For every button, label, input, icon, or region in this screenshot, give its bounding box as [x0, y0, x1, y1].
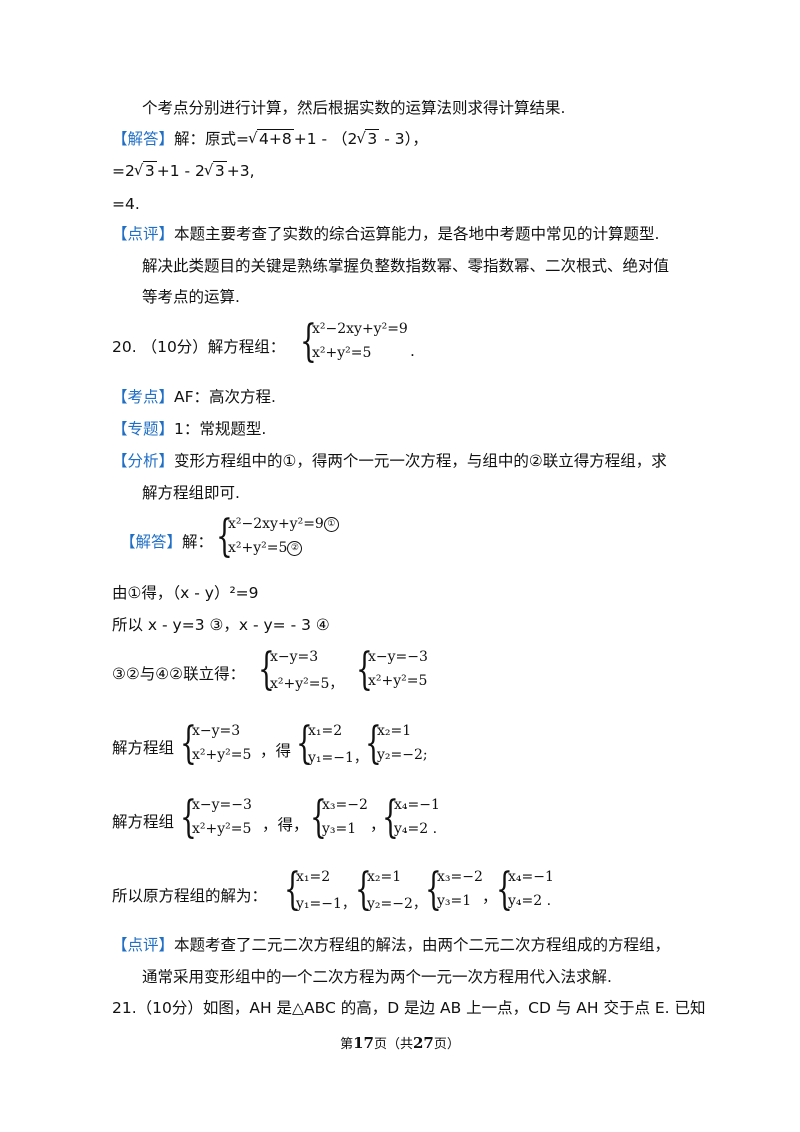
- analysis-20-line2: 解方程组即可.: [142, 484, 240, 502]
- comment-20-line1: 【点评】本题考查了二元二次方程组的解法，由两个二元二次方程组成的方程组，: [112, 936, 671, 954]
- comment-19-line2: 解决此类题目的关键是熟练掌握负整数指数幂、零指数幂、二次根式、绝对值: [142, 257, 670, 275]
- knowledge-tag: 【考点】: [112, 388, 175, 406]
- final-answer-label: 所以原方程组的解为：: [112, 887, 268, 905]
- equation-system-main: { x²−2xy+y²=9 x²+y²=5: [300, 316, 408, 367]
- total-pages: 27: [413, 1034, 434, 1052]
- brace: {: [365, 718, 382, 769]
- analysis-20-line1: 【分析】变形方程组中的①，得两个一元一次方程，与组中的②联立得方程组，求: [112, 452, 667, 470]
- solution-19: 【解答】解：原式=4+8+1 - （23 - 3），: [112, 127, 428, 150]
- solution-tag: 【解答】: [120, 533, 183, 551]
- derive-result: 所以 x - y=3 ③，x - y= - 3 ④: [112, 616, 330, 634]
- brace: {: [296, 718, 313, 769]
- sqrt-symbol: 3: [356, 127, 380, 150]
- page-number: 17: [353, 1034, 374, 1052]
- solution-tag: 【解答】: [112, 130, 175, 148]
- analysis-tag: 【分析】: [112, 452, 175, 470]
- equation-system-b: { x−y=−3 x²+y²=5: [356, 644, 428, 695]
- combine-line: ③②与④②联立得：: [112, 665, 246, 683]
- solution-2: { x₂=1 y₂=−2;: [365, 718, 428, 769]
- question-21: 21.（10分）如图，AH 是△ABC 的高，D 是边 AB 上一点，CD 与 …: [112, 999, 706, 1017]
- solution-step-2: =23+1 - 23+3,: [112, 159, 255, 182]
- equation-system-b-solve: { x−y=−3 x²+y²=5: [180, 792, 252, 843]
- comma: ，: [482, 888, 498, 906]
- comment-20-line2: 通常采用变形组中的一个二次方程为两个一元一次方程用代入法求解.: [142, 968, 612, 986]
- solution-3: { x₃=−2 y₃=1: [310, 792, 368, 843]
- equation-system-a: { x−y=3 x²+y²=5，: [258, 644, 344, 695]
- brace: {: [216, 511, 233, 562]
- solve-line-1: 解方程组: [112, 739, 175, 757]
- sqrt-symbol: 3: [134, 159, 157, 182]
- circled-number-1: ①: [323, 516, 339, 532]
- brace: {: [425, 864, 442, 915]
- period: .: [410, 342, 415, 360]
- analysis-continuation: 个考点分别进行计算，然后根据实数的运算法则求得计算结果.: [142, 99, 566, 117]
- solution-step-3: =4.: [112, 195, 140, 213]
- final-solution-1: { x₁=2 y₁=−1，: [284, 864, 356, 915]
- brace: {: [284, 864, 301, 915]
- comment-tag: 【点评】: [112, 936, 175, 954]
- circled-number-2: ②: [287, 540, 303, 556]
- final-solution-2: { x₂=1 y₂=−2，: [355, 864, 427, 915]
- brace: {: [180, 792, 197, 843]
- knowledge-point: 【考点】AF：高次方程.: [112, 388, 276, 406]
- topic: 【专题】1：常规题型.: [112, 420, 267, 438]
- comment-19-line3: 等考点的运算.: [142, 288, 240, 306]
- brace: {: [310, 792, 327, 843]
- solution-20: 【解答】解：: [120, 533, 214, 551]
- comma: ，: [370, 816, 386, 834]
- brace: {: [300, 316, 317, 367]
- get-text-1: ，得: [260, 742, 292, 760]
- get-text-2: ，得，: [262, 816, 309, 834]
- final-solution-4: { x₄=−1 y₄=2 .: [496, 864, 554, 915]
- page-footer: 第17页（共27页）: [340, 1034, 460, 1052]
- solution-4: { x₄=−1 y₄=2 .: [382, 792, 440, 843]
- sqrt-symbol: 3: [204, 159, 227, 182]
- derive-step: 由①得，（x - y）²=9: [112, 584, 259, 602]
- brace: {: [355, 864, 372, 915]
- comment-19-line1: 【点评】本题主要考查了实数的综合运算能力，是各地中考题中常见的计算题型.: [112, 225, 660, 243]
- solve-line-2: 解方程组: [112, 813, 175, 831]
- equation-system-a-solve: { x−y=3 x²+y²=5: [180, 718, 252, 769]
- brace: {: [258, 644, 275, 695]
- final-solution-3: { x₃=−2 y₃=1: [425, 864, 483, 915]
- brace: {: [356, 644, 373, 695]
- brace: {: [180, 718, 197, 769]
- sqrt-symbol: 4+8: [248, 127, 294, 150]
- solution-1: { x₁=2 y₁=−1，: [296, 718, 368, 769]
- comment-tag: 【点评】: [112, 225, 175, 243]
- brace: {: [496, 864, 513, 915]
- question-20: 20. （10分）解方程组：: [112, 338, 286, 356]
- topic-tag: 【专题】: [112, 420, 175, 438]
- brace: {: [382, 792, 399, 843]
